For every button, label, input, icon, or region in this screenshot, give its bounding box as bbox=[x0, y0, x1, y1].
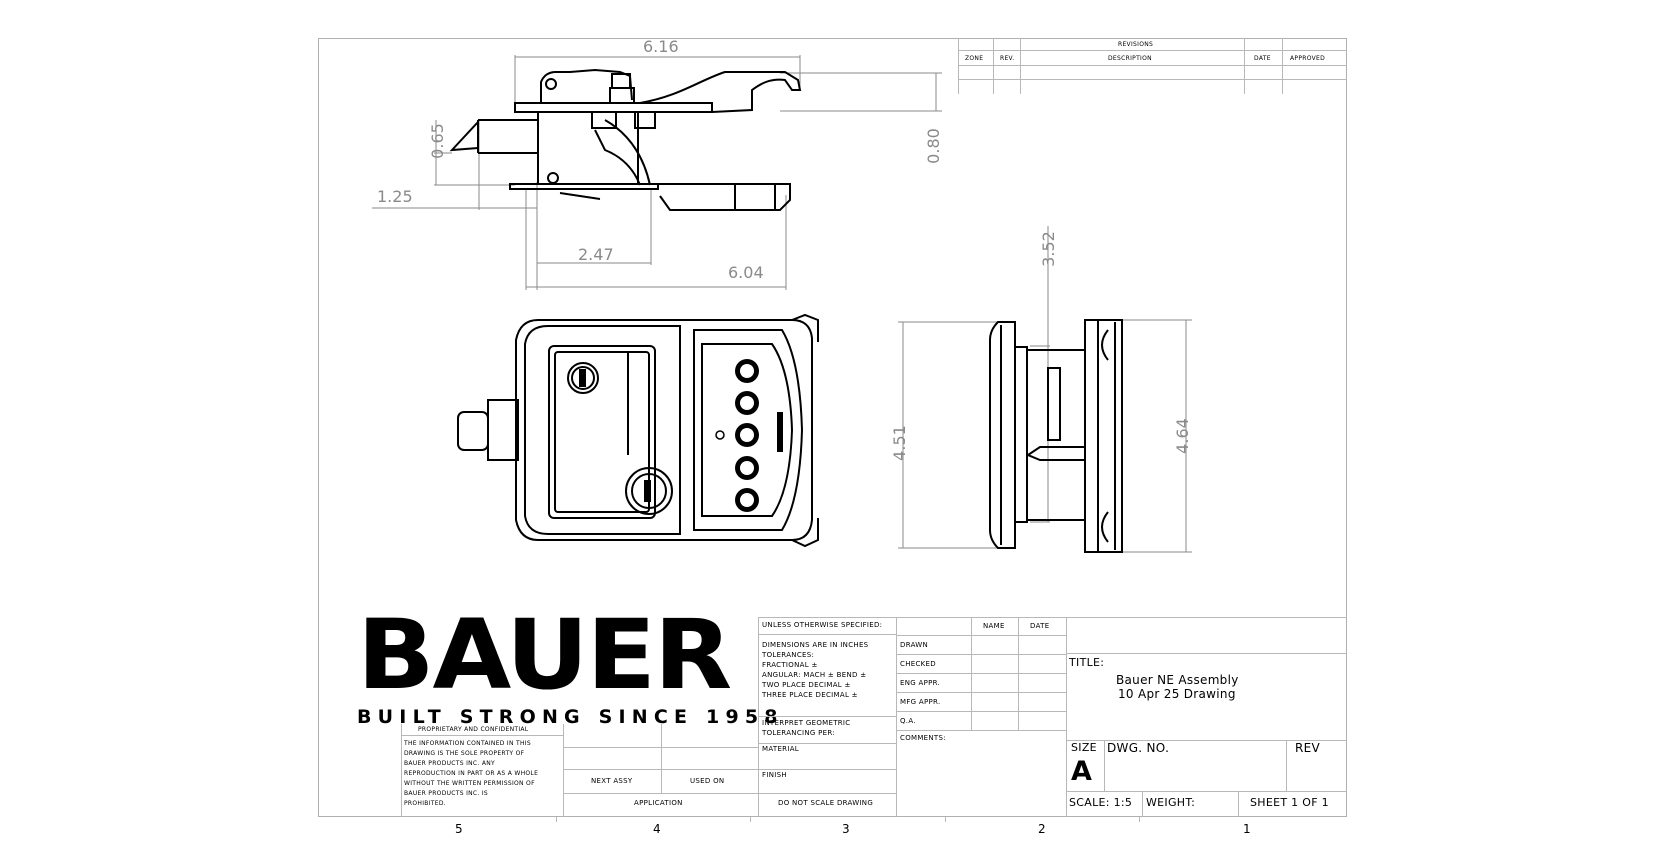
dim-depth: 3.52 bbox=[1038, 231, 1058, 267]
proprietary-line: REPRODUCTION IN PART OR AS A WHOLE bbox=[404, 770, 539, 777]
proprietary-heading: PROPRIETARY AND CONFIDENTIAL bbox=[418, 726, 529, 733]
used-on-label: USED ON bbox=[690, 777, 725, 785]
approval-row-qa: Q.A. bbox=[900, 717, 916, 725]
size-value: A bbox=[1071, 756, 1093, 787]
approval-name-header: NAME bbox=[983, 622, 1005, 630]
tolerances-label: TOLERANCES: bbox=[762, 651, 815, 659]
dim-side-height-right: 4.64 bbox=[1172, 418, 1192, 454]
dim-overall-width: 6.16 bbox=[643, 37, 679, 56]
bauer-logo: BAUER bbox=[357, 599, 732, 711]
dim-body-width: 2.47 bbox=[578, 245, 614, 264]
tolerancing-per: TOLERANCING PER: bbox=[762, 729, 836, 737]
dim-height-left: 0.65 bbox=[427, 123, 447, 159]
unless-specified: UNLESS OTHERWISE SPECIFIED: bbox=[762, 621, 883, 629]
finish-label: FINISH bbox=[762, 771, 787, 779]
proprietary-line: PROHIBITED. bbox=[404, 800, 446, 807]
rev-header-zone: ZONE bbox=[965, 55, 984, 62]
dim-offset-left: 1.25 bbox=[377, 187, 413, 206]
proprietary-line: BAUER PRODUCTS INC. ANY bbox=[404, 760, 495, 767]
material-label: MATERIAL bbox=[762, 745, 799, 753]
revisions-title: REVISIONS bbox=[1118, 41, 1154, 48]
side-view-latch bbox=[989, 319, 1123, 553]
drawing-border bbox=[318, 38, 1347, 817]
dim-side-height-left: 4.51 bbox=[889, 425, 909, 461]
comments-label: COMMENTS: bbox=[900, 734, 946, 742]
two-place-tolerance: TWO PLACE DECIMAL ± bbox=[762, 681, 851, 689]
led-indicator bbox=[715, 430, 725, 440]
zone-5: 5 bbox=[455, 822, 463, 836]
size-label: SIZE bbox=[1071, 741, 1097, 754]
sheet-label: SHEET 1 OF 1 bbox=[1250, 796, 1329, 809]
proprietary-line: THE INFORMATION CONTAINED IN THIS bbox=[404, 740, 531, 747]
dwg-no-label: DWG. NO. bbox=[1107, 741, 1170, 755]
dimensions-in-inches: DIMENSIONS ARE IN INCHES bbox=[762, 641, 869, 649]
drawing-title-line2: 10 Apr 25 Drawing bbox=[1118, 687, 1236, 701]
approval-row-mfg: MFG APPR. bbox=[900, 698, 941, 706]
do-not-scale: DO NOT SCALE DRAWING bbox=[778, 799, 874, 807]
proprietary-line: DRAWING IS THE SOLE PROPERTY OF bbox=[404, 750, 525, 757]
zone-3: 3 bbox=[842, 822, 850, 836]
interpret-geometric: INTERPRET GEOMETRIC bbox=[762, 719, 851, 727]
approval-date-header: DATE bbox=[1030, 622, 1050, 630]
top-view-latch bbox=[449, 68, 802, 211]
dim-height-right: 0.80 bbox=[923, 128, 943, 164]
application-label: APPLICATION bbox=[634, 799, 683, 807]
rev-header-description: DESCRIPTION bbox=[1108, 55, 1152, 62]
title-label: TITLE: bbox=[1069, 656, 1105, 669]
weight-label: WEIGHT: bbox=[1146, 796, 1196, 809]
fractional-tolerance: FRACTIONAL ± bbox=[762, 661, 818, 669]
three-place-tolerance: THREE PLACE DECIMAL ± bbox=[762, 691, 858, 699]
keypad-label bbox=[777, 412, 783, 452]
zone-2: 2 bbox=[1038, 822, 1046, 836]
logo-tagline: BUILT STRONG SINCE 1958 bbox=[357, 706, 784, 728]
next-assy-label: NEXT ASSY bbox=[591, 777, 633, 785]
approval-row-eng: ENG APPR. bbox=[900, 679, 941, 687]
rev-header-date: DATE bbox=[1254, 55, 1271, 62]
scale-label: SCALE: 1:5 bbox=[1069, 796, 1133, 809]
zone-4: 4 bbox=[653, 822, 661, 836]
drawing-title-line1: Bauer NE Assembly bbox=[1116, 673, 1239, 687]
rev-header-rev: REV. bbox=[1000, 55, 1015, 62]
front-view-latch bbox=[457, 313, 819, 548]
rev-header-approved: APPROVED bbox=[1290, 55, 1326, 62]
dim-base-width: 6.04 bbox=[728, 263, 764, 282]
approval-row-drawn: DRAWN bbox=[900, 641, 929, 649]
rev-label: REV bbox=[1295, 741, 1321, 755]
angular-tolerance: ANGULAR: MACH ± BEND ± bbox=[762, 671, 867, 679]
proprietary-line: BAUER PRODUCTS INC. IS bbox=[404, 790, 489, 797]
zone-1: 1 bbox=[1243, 822, 1251, 836]
dimension-lines bbox=[372, 55, 1192, 553]
proprietary-line: WITHOUT THE WRITTEN PERMISSION OF bbox=[404, 780, 535, 787]
approval-row-checked: CHECKED bbox=[900, 660, 936, 668]
